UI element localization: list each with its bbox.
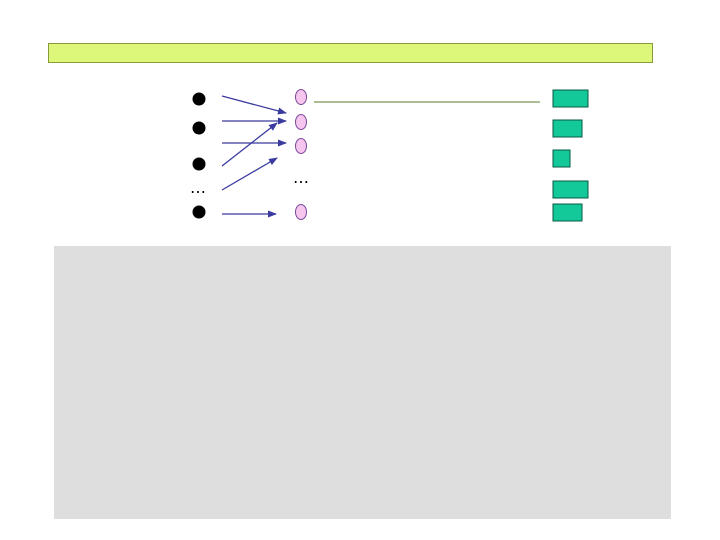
- target-nodes: …: [293, 89, 309, 220]
- source-node: [192, 205, 206, 219]
- mapping-arrows: [221, 95, 287, 218]
- source-ellipsis: …: [190, 178, 206, 197]
- mapping-arrow: [221, 95, 287, 115]
- block-stack: [552, 89, 589, 222]
- target-node: [295, 114, 307, 130]
- source-nodes: …: [190, 92, 206, 219]
- block: [552, 119, 583, 138]
- block: [552, 89, 589, 108]
- target-node: [295, 138, 307, 154]
- target-node: [295, 89, 307, 105]
- target-ellipsis: …: [293, 168, 309, 187]
- title-bar: [48, 43, 653, 63]
- source-node: [192, 157, 206, 171]
- block: [552, 203, 583, 222]
- mapping-diagram: … …: [190, 89, 589, 222]
- source-node: [192, 121, 206, 135]
- content-panel: [54, 246, 671, 519]
- source-node: [192, 92, 206, 106]
- block: [552, 149, 571, 168]
- mapping-arrow: [221, 157, 278, 191]
- block: [552, 180, 589, 199]
- target-node: [295, 204, 307, 220]
- mapping-arrow: [221, 122, 278, 167]
